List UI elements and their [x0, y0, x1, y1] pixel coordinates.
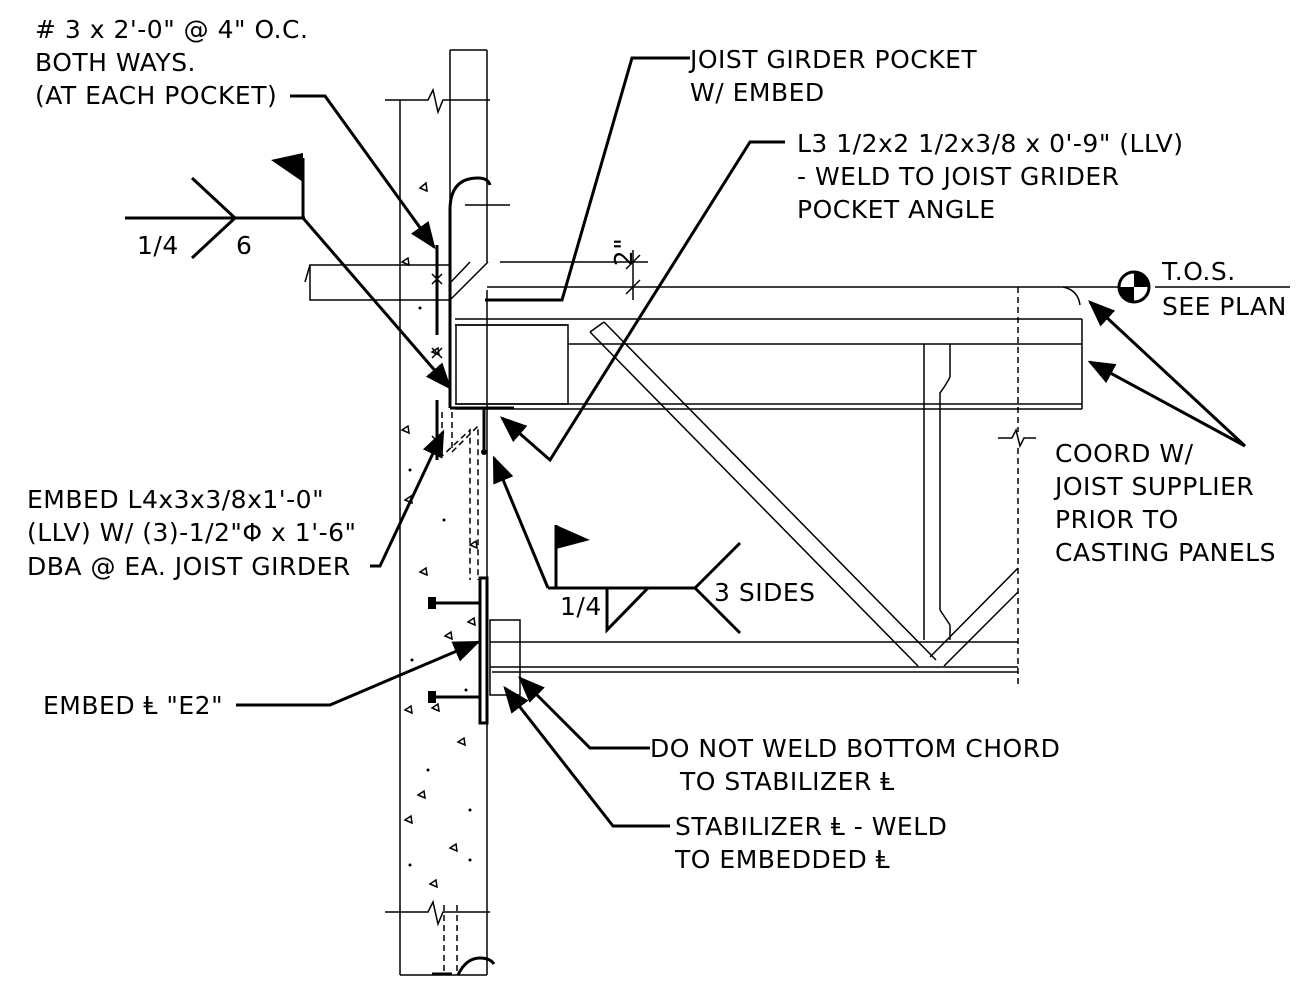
- stabilizer-note: STABILIZER Ⱡ - WELD TO EMBEDDED Ⱡ: [674, 812, 947, 874]
- weld-top-size: 1/4: [137, 231, 179, 260]
- tos-note: T.O.S. SEE PLAN: [1161, 257, 1287, 321]
- pocket-rebar: [431, 176, 510, 976]
- embed-plate-label: EMBED Ⱡ "E2": [43, 691, 223, 720]
- no-weld-line2: TO STABILIZER Ⱡ: [679, 767, 895, 796]
- angle-note-line2: - WELD TO JOIST GRIDER: [797, 162, 1120, 191]
- rebar-note-line1: # 3 x 2'-0" @ 4" O.C.: [35, 15, 308, 44]
- weld-bottom-size: 1/4: [560, 592, 602, 621]
- no-weld-line1: DO NOT WELD BOTTOM CHORD: [650, 734, 1060, 763]
- leaders: [236, 56, 1247, 828]
- weld-top-length: 6: [236, 231, 252, 260]
- dim-2in-label: 2": [609, 238, 638, 266]
- rebar-note-line2: BOTH WAYS.: [35, 48, 196, 77]
- coord-note: COORD W/ JOIST SUPPLIER PRIOR TO CASTING…: [1053, 439, 1276, 567]
- embed-angle-line1: EMBED L4x3x3/8x1'-0": [27, 485, 324, 514]
- angle-note-line3: POCKET ANGLE: [797, 195, 996, 224]
- embed-angle-line2: (LLV) W/ (3)-1/2"Φ x 1'-6": [27, 518, 357, 547]
- coord-line4: CASTING PANELS: [1055, 538, 1276, 567]
- stabilizer-line2: TO EMBEDDED Ⱡ: [674, 845, 890, 874]
- tos-line1: T.O.S.: [1161, 257, 1236, 286]
- rebar-note-line3: (AT EACH POCKET): [35, 81, 277, 110]
- tos-marker: [1117, 270, 1290, 304]
- coord-line1: COORD W/: [1055, 439, 1194, 468]
- rebar-note: # 3 x 2'-0" @ 4" O.C. BOTH WAYS. (AT EAC…: [35, 15, 308, 110]
- angle-note: L3 1/2x2 1/2x3/8 x 0'-9" (LLV) - WELD TO…: [797, 129, 1183, 224]
- embed-plate-e2: [428, 576, 521, 725]
- embed-angle-line3: DBA @ EA. JOIST GIRDER: [27, 552, 351, 581]
- pocket-angle: [304, 261, 514, 455]
- embed-angle-note: EMBED L4x3x3/8x1'-0" (LLV) W/ (3)-1/2"Φ …: [27, 485, 357, 581]
- no-weld-note: DO NOT WELD BOTTOM CHORD TO STABILIZER Ⱡ: [650, 734, 1060, 796]
- concrete-wall-panel: [385, 49, 490, 976]
- concrete-hatch: [400, 181, 478, 889]
- weld-bottom-note: 3 SIDES: [714, 578, 816, 607]
- coord-line2: JOIST SUPPLIER: [1053, 472, 1254, 501]
- pocket-note-line1: JOIST GIRDER POCKET: [688, 45, 977, 74]
- coord-line3: PRIOR TO: [1055, 505, 1179, 534]
- pocket-note: JOIST GIRDER POCKET W/ EMBED: [688, 45, 977, 107]
- joist-girder: [455, 286, 1083, 685]
- weld-symbol-top: [125, 153, 452, 391]
- angle-note-line1: L3 1/2x2 1/2x3/8 x 0'-9" (LLV): [797, 129, 1183, 158]
- tos-line2: SEE PLAN: [1162, 292, 1287, 321]
- pocket-note-line2: W/ EMBED: [690, 78, 825, 107]
- stabilizer-line1: STABILIZER Ⱡ - WELD: [675, 812, 947, 841]
- weld-symbol-bottom: [492, 455, 742, 635]
- dimension-2in: 2": [487, 238, 1145, 300]
